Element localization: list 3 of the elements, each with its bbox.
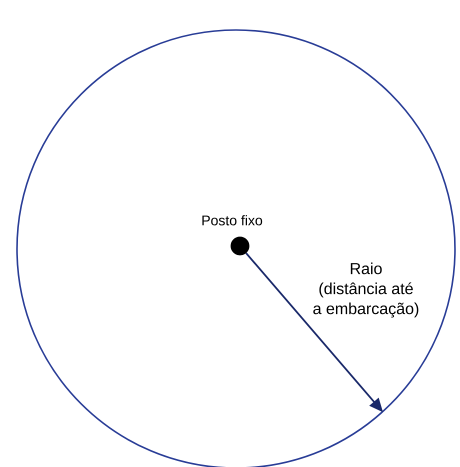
edge-label: Raio (distância até a embarcação)	[313, 262, 418, 318]
node-caption: Posto fixo	[202, 215, 262, 226]
center-dot	[230, 236, 250, 256]
